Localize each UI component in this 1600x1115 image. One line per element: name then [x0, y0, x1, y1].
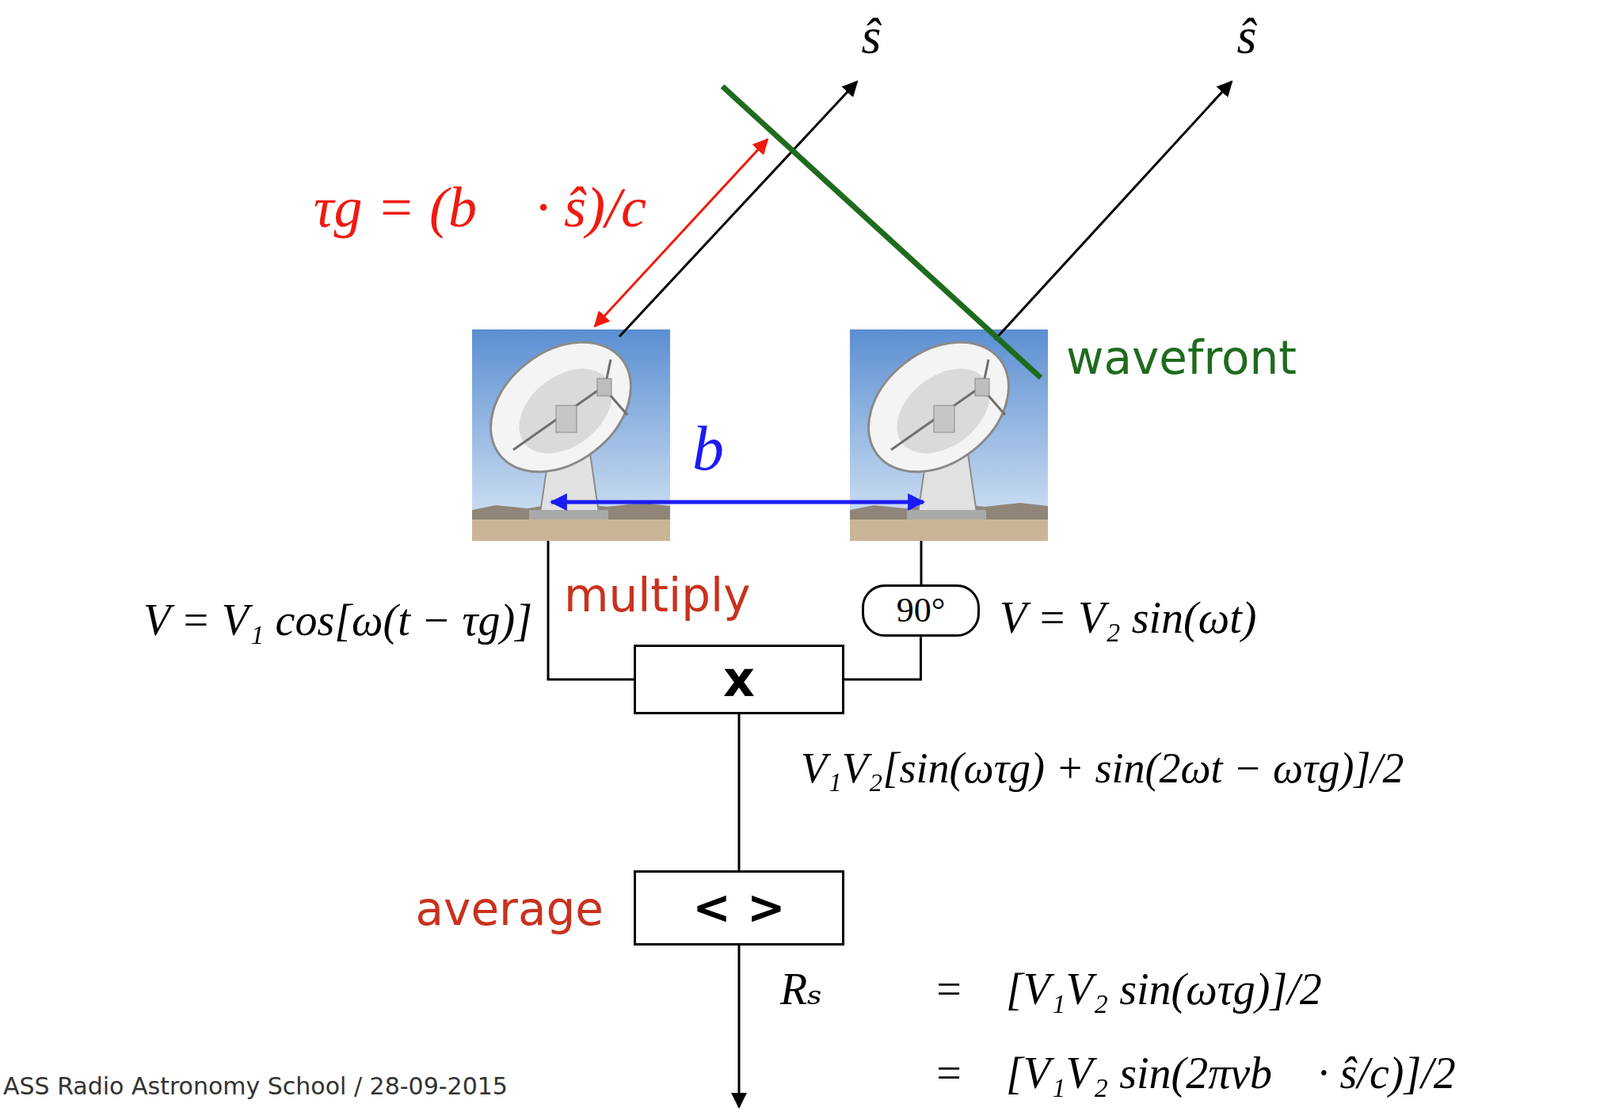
- averager-box: < >: [633, 870, 845, 946]
- wavefront-line: [722, 86, 1041, 378]
- direction-arrow: [994, 81, 1232, 340]
- delay-formula: τg = (b⃗ · ŝ)/c: [313, 175, 647, 241]
- box-text: 90°: [896, 591, 946, 630]
- phase-shifter-box: 90°: [861, 584, 980, 637]
- multiplier-box: x: [633, 644, 845, 715]
- direction-arrow: [619, 81, 858, 337]
- box-text: < >: [692, 883, 785, 934]
- equals-sign: =: [936, 1047, 962, 1099]
- antenna-left: [465, 316, 671, 541]
- signal-wire: [844, 636, 922, 680]
- response-symbol: Rₛ: [780, 963, 823, 1015]
- equals-sign: =: [936, 963, 962, 1015]
- signal-formula: V = V₁ cos[ω(t − τg)]: [143, 594, 533, 646]
- response-formula: [V₁V₂ sin(ωτg)]/2: [1005, 963, 1322, 1015]
- direction-symbol: ŝ: [1237, 7, 1258, 66]
- baseline-arrow: [551, 500, 924, 505]
- direction-symbol: ŝ: [861, 7, 882, 66]
- product-formula: V₁V₂[sin(ωτg) + sin(2ωt − ωτg)]/2: [800, 743, 1404, 793]
- footer-note: ASS Radio Astronomy School / 28-09-2015: [3, 1073, 508, 1101]
- signal-formula: V = V₂ sin(ωt): [999, 592, 1257, 644]
- step-label: average: [415, 883, 604, 937]
- baseline-symbol: b⃗: [692, 411, 774, 485]
- step-label: multiply: [563, 569, 751, 623]
- signal-wire: [920, 540, 923, 588]
- signal-wire: [738, 714, 741, 871]
- box-text: x: [723, 652, 755, 707]
- antenna-right: [843, 316, 1048, 541]
- wavefront-label: wavefront: [1066, 331, 1297, 385]
- response-formula: [V₁V₂ sin(2πνb⃗ · ŝ/c)]/2: [1005, 1047, 1456, 1099]
- output-arrow: [738, 945, 741, 1108]
